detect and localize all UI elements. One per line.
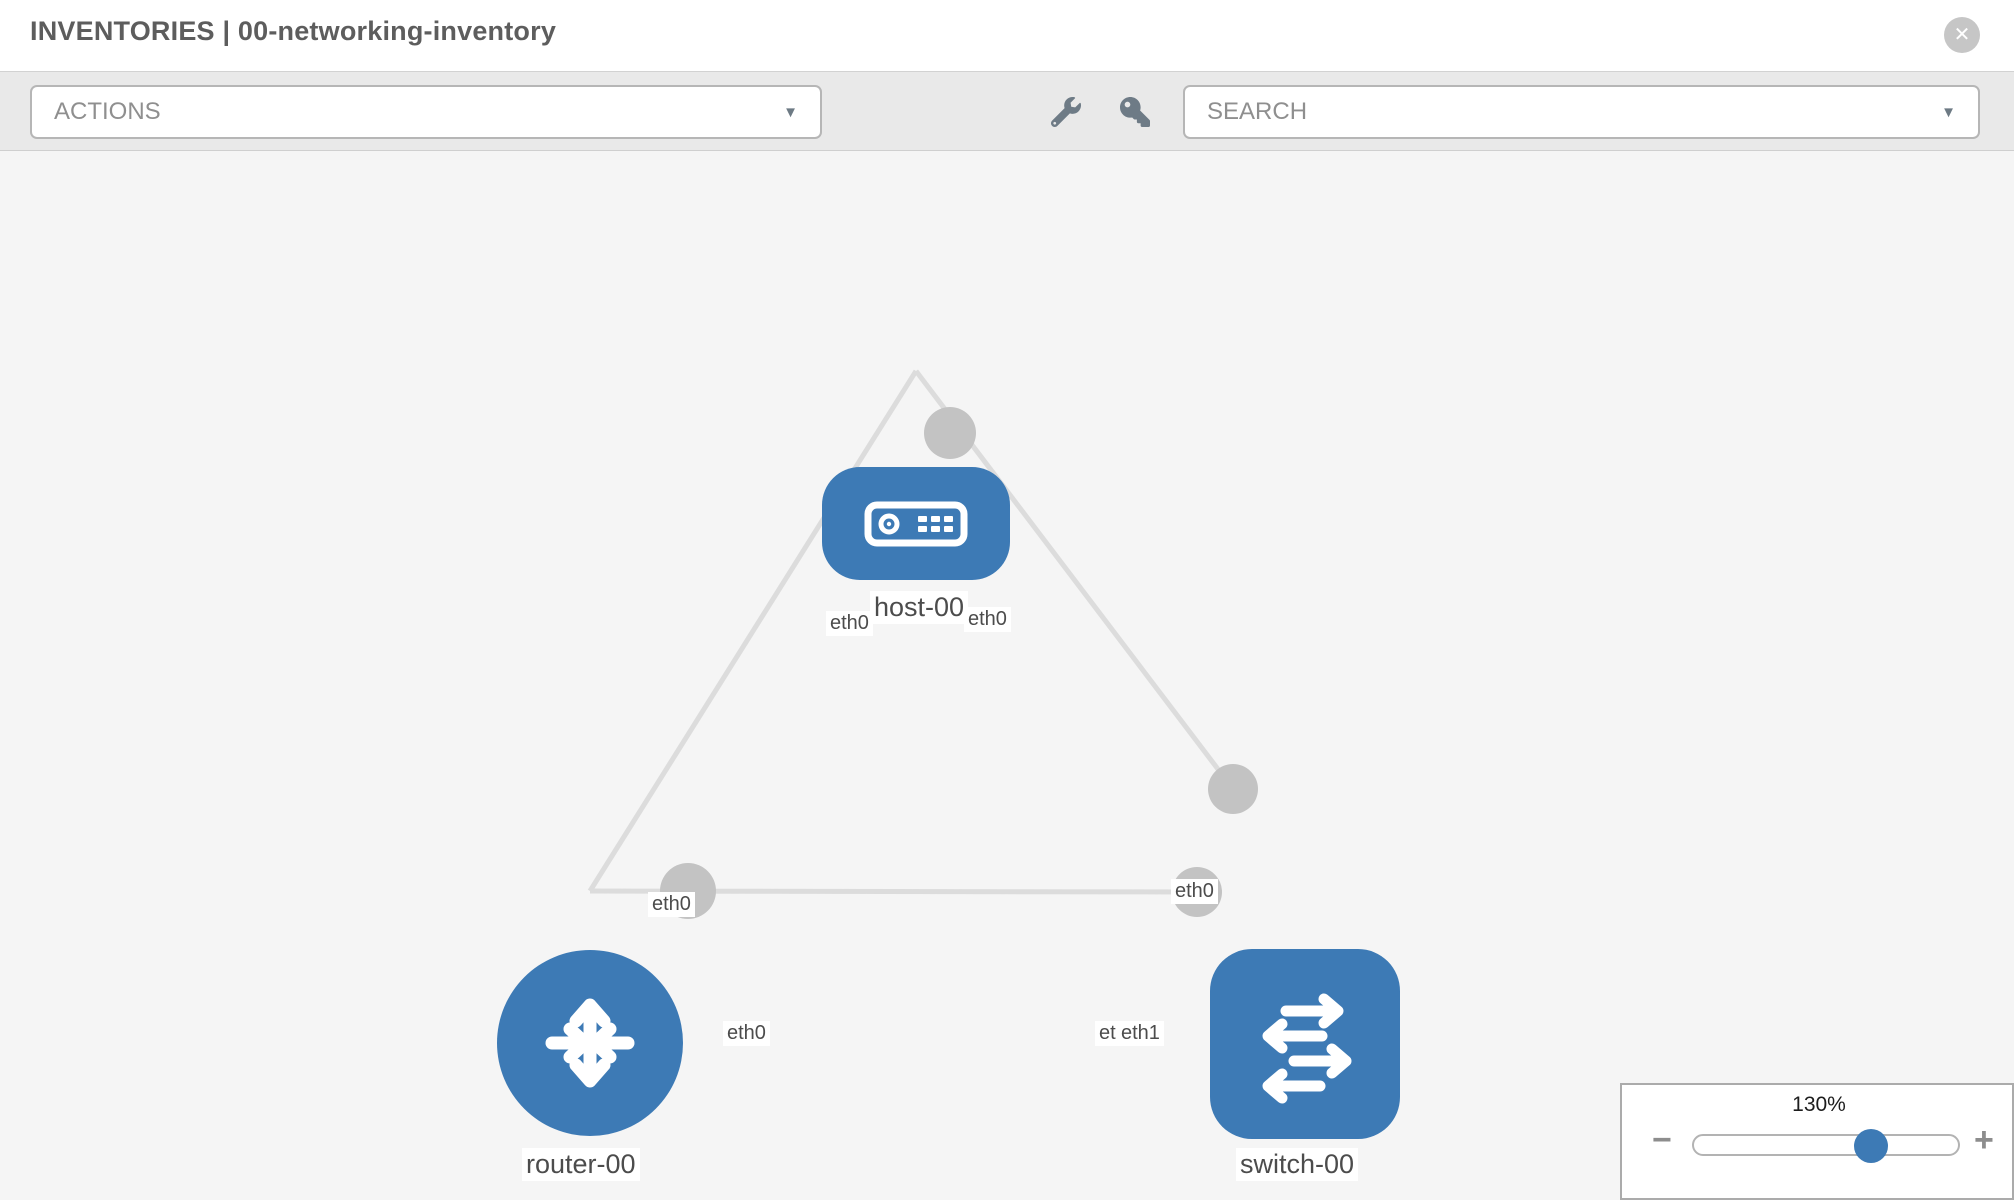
zoom-panel: 130% − +: [1620, 1083, 2014, 1200]
node-label-host: host-00: [870, 591, 969, 625]
chevron-down-icon: ▼: [1941, 103, 1956, 121]
topology-links-layer: [587, 369, 1258, 919]
node-host-00[interactable]: [822, 467, 1010, 580]
key-button[interactable]: [1117, 94, 1153, 130]
connector-switch-top[interactable]: [1208, 764, 1258, 814]
node-router-00[interactable]: [497, 950, 683, 1136]
search-dropdown[interactable]: SEARCH ▼: [1183, 85, 1980, 139]
chevron-down-icon: ▼: [783, 103, 798, 121]
toolbar: ACTIONS ▼ SEARCH ▼: [0, 72, 2014, 151]
interface-label: eth0: [1171, 879, 1218, 904]
actions-dropdown[interactable]: ACTIONS ▼: [30, 85, 822, 139]
router-arrows-icon: [545, 998, 635, 1088]
close-icon: ✕: [1953, 24, 1971, 46]
close-button[interactable]: ✕: [1944, 17, 1980, 53]
actions-dropdown-label: ACTIONS: [54, 98, 161, 125]
zoom-slider[interactable]: [1692, 1129, 1960, 1163]
interface-label: eth0: [723, 1021, 770, 1046]
interface-label: eth0: [826, 611, 873, 636]
node-label-router: router-00: [522, 1148, 640, 1182]
header: INVENTORIES | 00-networking-inventory ✕: [0, 0, 2014, 72]
search-dropdown-label: SEARCH: [1207, 98, 1308, 125]
connector-host-bottom[interactable]: [924, 407, 976, 459]
zoom-in-button[interactable]: +: [1974, 1121, 1994, 1159]
wrench-icon: [1051, 97, 1081, 127]
page-title: INVENTORIES | 00-networking-inventory: [30, 16, 557, 46]
interface-label: eth1: [1117, 1021, 1164, 1046]
zoom-slider-handle[interactable]: [1854, 1129, 1888, 1163]
topology-canvas[interactable]: host-00 router-00 switch-00 eth0 eth0 et…: [0, 152, 2014, 1200]
interface-label: eth0: [964, 607, 1011, 632]
link-line-host-router[interactable]: [587, 369, 919, 893]
key-icon: [1120, 97, 1150, 127]
node-switch-00[interactable]: [1210, 949, 1400, 1139]
interface-label: eth0: [648, 892, 695, 917]
zoom-level-label: 130%: [1792, 1093, 1846, 1116]
server-icon: [864, 501, 968, 546]
switch-arrows-icon: [1262, 993, 1352, 1104]
wrench-button[interactable]: [1048, 94, 1084, 130]
zoom-out-button[interactable]: −: [1652, 1121, 1672, 1159]
node-label-switch: switch-00: [1236, 1148, 1359, 1182]
